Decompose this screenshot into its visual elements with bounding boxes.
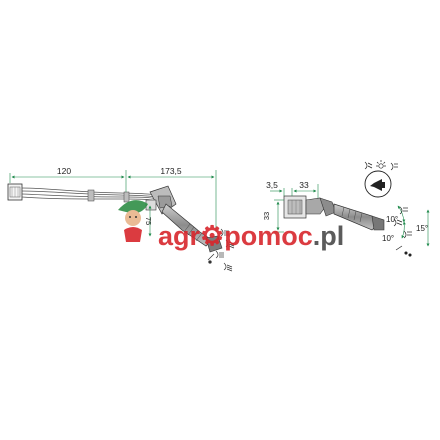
dim-height: 33 <box>262 212 271 220</box>
position-dot-icon <box>408 253 412 257</box>
high-beam-icon <box>399 206 408 215</box>
angle-arcs <box>397 205 430 247</box>
watermark-agr: agr <box>158 221 201 251</box>
right-switch-assembly: 10° 10° 15° 3,5 33 33 <box>262 160 430 257</box>
high-beam-icon <box>215 250 224 259</box>
dim-offset: 3,5 <box>266 180 278 190</box>
right-dimension-lines <box>270 184 319 233</box>
low-beam-icon <box>364 161 373 170</box>
headlight-icon <box>220 228 229 237</box>
left-switch-assembly: 120 173,5 75 <box>7 166 235 272</box>
mounting-body <box>283 195 337 219</box>
connector-plug <box>7 183 23 201</box>
angle-side: 15° <box>416 224 428 233</box>
angle-middle: 10° <box>382 234 394 243</box>
dim-cable-length: 120 <box>57 166 71 176</box>
mascot-icon <box>118 200 148 242</box>
headlight-icon <box>390 162 398 171</box>
switch-lever <box>333 203 385 231</box>
dim-left-side: 75 <box>144 217 153 225</box>
badge-top-symbols <box>364 160 398 171</box>
position-dot-icon <box>404 251 408 255</box>
watermark-tld: .pl <box>313 221 345 251</box>
low-beam-icon <box>225 239 235 249</box>
function-symbol-badge <box>364 170 392 198</box>
svg-text:agr⚙pomoc.pl: agr⚙pomoc.pl <box>158 221 344 251</box>
dimension-lines <box>9 170 217 237</box>
dim-body-length: 173,5 <box>160 166 182 176</box>
position-dot-icon <box>208 260 212 264</box>
angle-top: 10° <box>386 215 398 224</box>
cable-clip <box>87 189 95 202</box>
watermark-gear-icon: ⚙ <box>200 221 224 251</box>
wiper-icon <box>376 160 386 169</box>
indicator-icon <box>223 262 233 272</box>
dim-width: 33 <box>299 180 309 190</box>
cable-clip <box>123 191 130 203</box>
watermark-pomoc: pomoc <box>224 221 313 251</box>
light-position-symbols <box>207 228 235 272</box>
headlight-icon <box>403 230 412 239</box>
horn-icon <box>370 179 385 191</box>
switch-stalk <box>161 203 223 253</box>
watermark: agr⚙pomoc.pl <box>118 200 344 251</box>
